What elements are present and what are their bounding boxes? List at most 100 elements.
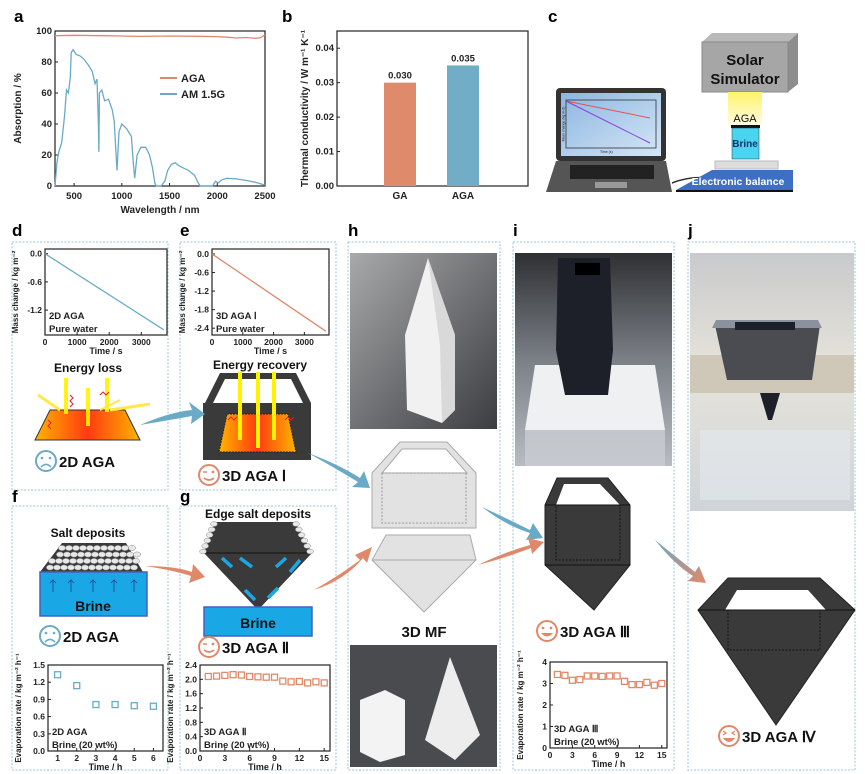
label-2d-aga-d: 2D AGA xyxy=(59,454,115,471)
frame-e xyxy=(179,241,337,491)
y-tick-label: 3 xyxy=(542,679,547,689)
salt-crystal xyxy=(77,551,85,558)
y-tick-label: 2 xyxy=(542,700,547,710)
y-axis-label: Absorption / % xyxy=(13,73,24,144)
salt-crystal xyxy=(95,564,103,571)
salt-crystal xyxy=(125,558,133,564)
salt-crystal xyxy=(70,551,78,558)
sad-face-icon xyxy=(35,450,57,472)
x-tick-label: 0 xyxy=(198,753,203,763)
x-tick-label: 1000 xyxy=(68,337,87,347)
x-tick-label: 2500 xyxy=(254,191,275,202)
salt-crystal xyxy=(53,564,61,571)
panel-label-b: b xyxy=(282,7,292,26)
data-point xyxy=(591,672,599,680)
frame-g xyxy=(179,505,337,771)
chart-annotation: 3D AGA Ⅲ xyxy=(554,724,599,735)
data-point xyxy=(73,681,81,690)
data-point xyxy=(650,681,658,689)
panel-label-d: d xyxy=(12,221,22,240)
arrow-i-to-j xyxy=(655,540,706,583)
y-tick-label: 0 xyxy=(542,743,547,753)
panel-label-i: i xyxy=(513,221,518,240)
data-point xyxy=(204,672,212,681)
salt-crystal xyxy=(69,558,77,564)
solar-simulator-label-2: Simulator xyxy=(710,71,779,88)
salt-deposited-surface: Brine xyxy=(39,543,148,617)
x-tick-label: 2000 xyxy=(207,191,228,202)
data-point xyxy=(270,673,279,681)
x-tick-label: 6 xyxy=(247,753,252,763)
y-tick-label: 0.01 xyxy=(316,147,335,158)
chart-annotation: Brine (20 wt%) xyxy=(204,740,269,751)
x-tick-label: 9 xyxy=(615,750,620,760)
y-tick-label: 1 xyxy=(542,722,547,732)
y-tick-label: -1.8 xyxy=(194,305,209,315)
salt-crystal xyxy=(91,551,99,558)
salt-crystal xyxy=(123,564,131,571)
bar-ga xyxy=(384,82,416,186)
y-axis-label: Thermal conductivity / W m⁻¹ K⁻¹ xyxy=(300,29,311,187)
electronic-balance xyxy=(676,170,793,190)
salt-crystal xyxy=(56,551,64,558)
x-tick-label: 5 xyxy=(132,753,137,763)
legend-label: AM 1.5G xyxy=(181,89,225,101)
panel-label-a: a xyxy=(14,7,24,26)
y-tick-label: -2.4 xyxy=(194,323,209,333)
salt-crystal xyxy=(306,548,314,555)
x-tick-label: 2000 xyxy=(100,337,119,347)
y-tick-label: 0.0 xyxy=(197,249,209,259)
salt-crystal xyxy=(48,558,56,564)
photo-3d-aga-iii xyxy=(515,253,672,466)
x-tick-label: 3 xyxy=(570,750,575,760)
data-point xyxy=(628,680,636,689)
x-tick-label: 500 xyxy=(66,191,82,202)
salt-crystal xyxy=(74,564,82,571)
salt-crystal xyxy=(97,558,105,564)
laugh-face-icon xyxy=(718,725,740,747)
y-tick-label: 80 xyxy=(41,57,52,68)
data-point xyxy=(613,672,621,680)
label-3d-aga-i: 3D AGA Ⅰ xyxy=(222,468,286,485)
chart-annotation: Brine (20 wt%) xyxy=(52,740,117,751)
chart-annotation: 3D AGA Ⅱ xyxy=(204,727,247,738)
x-tick-label: 12 xyxy=(295,753,305,763)
salt-crystal xyxy=(210,521,218,527)
3d-aga-i-frame xyxy=(203,372,311,460)
frame-f xyxy=(11,505,169,771)
x-tick-label: 6 xyxy=(592,750,597,760)
data-point xyxy=(92,700,100,709)
laptop-icon: Mass change (kg m-2) Time (s) xyxy=(546,88,709,192)
3d-aga-ii-diamond: Brine xyxy=(199,521,314,637)
y-tick-label: 0.0 xyxy=(185,746,197,756)
salt-crystal xyxy=(104,558,112,564)
data-point xyxy=(598,672,606,681)
bar-value-label: 0.030 xyxy=(388,71,412,82)
salt-crystal xyxy=(79,545,87,551)
salt-crystal xyxy=(118,558,126,564)
photo-mf-pyramid xyxy=(350,253,497,429)
mf-diamond-diagram xyxy=(371,534,477,613)
frame-d xyxy=(11,241,169,491)
salt-crystal xyxy=(102,564,110,571)
y-tick-label: 0.03 xyxy=(316,78,335,89)
salt-crystal xyxy=(297,532,306,538)
data-point xyxy=(279,677,287,685)
data-point xyxy=(553,670,562,679)
label-3d-aga-iv: 3D AGA Ⅳ xyxy=(742,729,817,746)
panel-label-e: e xyxy=(180,221,189,240)
brine-layer xyxy=(203,606,313,637)
salt-crystal xyxy=(93,545,101,551)
salt-crystal xyxy=(109,564,117,571)
x-tick-label: 2000 xyxy=(264,337,283,347)
data-point xyxy=(53,671,62,679)
frame-h xyxy=(347,241,501,771)
salt-crystal xyxy=(133,551,141,558)
x-tick-label: 3000 xyxy=(295,337,314,347)
solar-simulator-label-1: Solar xyxy=(726,52,764,69)
arrow-h-to-i-blue xyxy=(482,507,543,540)
data-point xyxy=(303,679,312,687)
